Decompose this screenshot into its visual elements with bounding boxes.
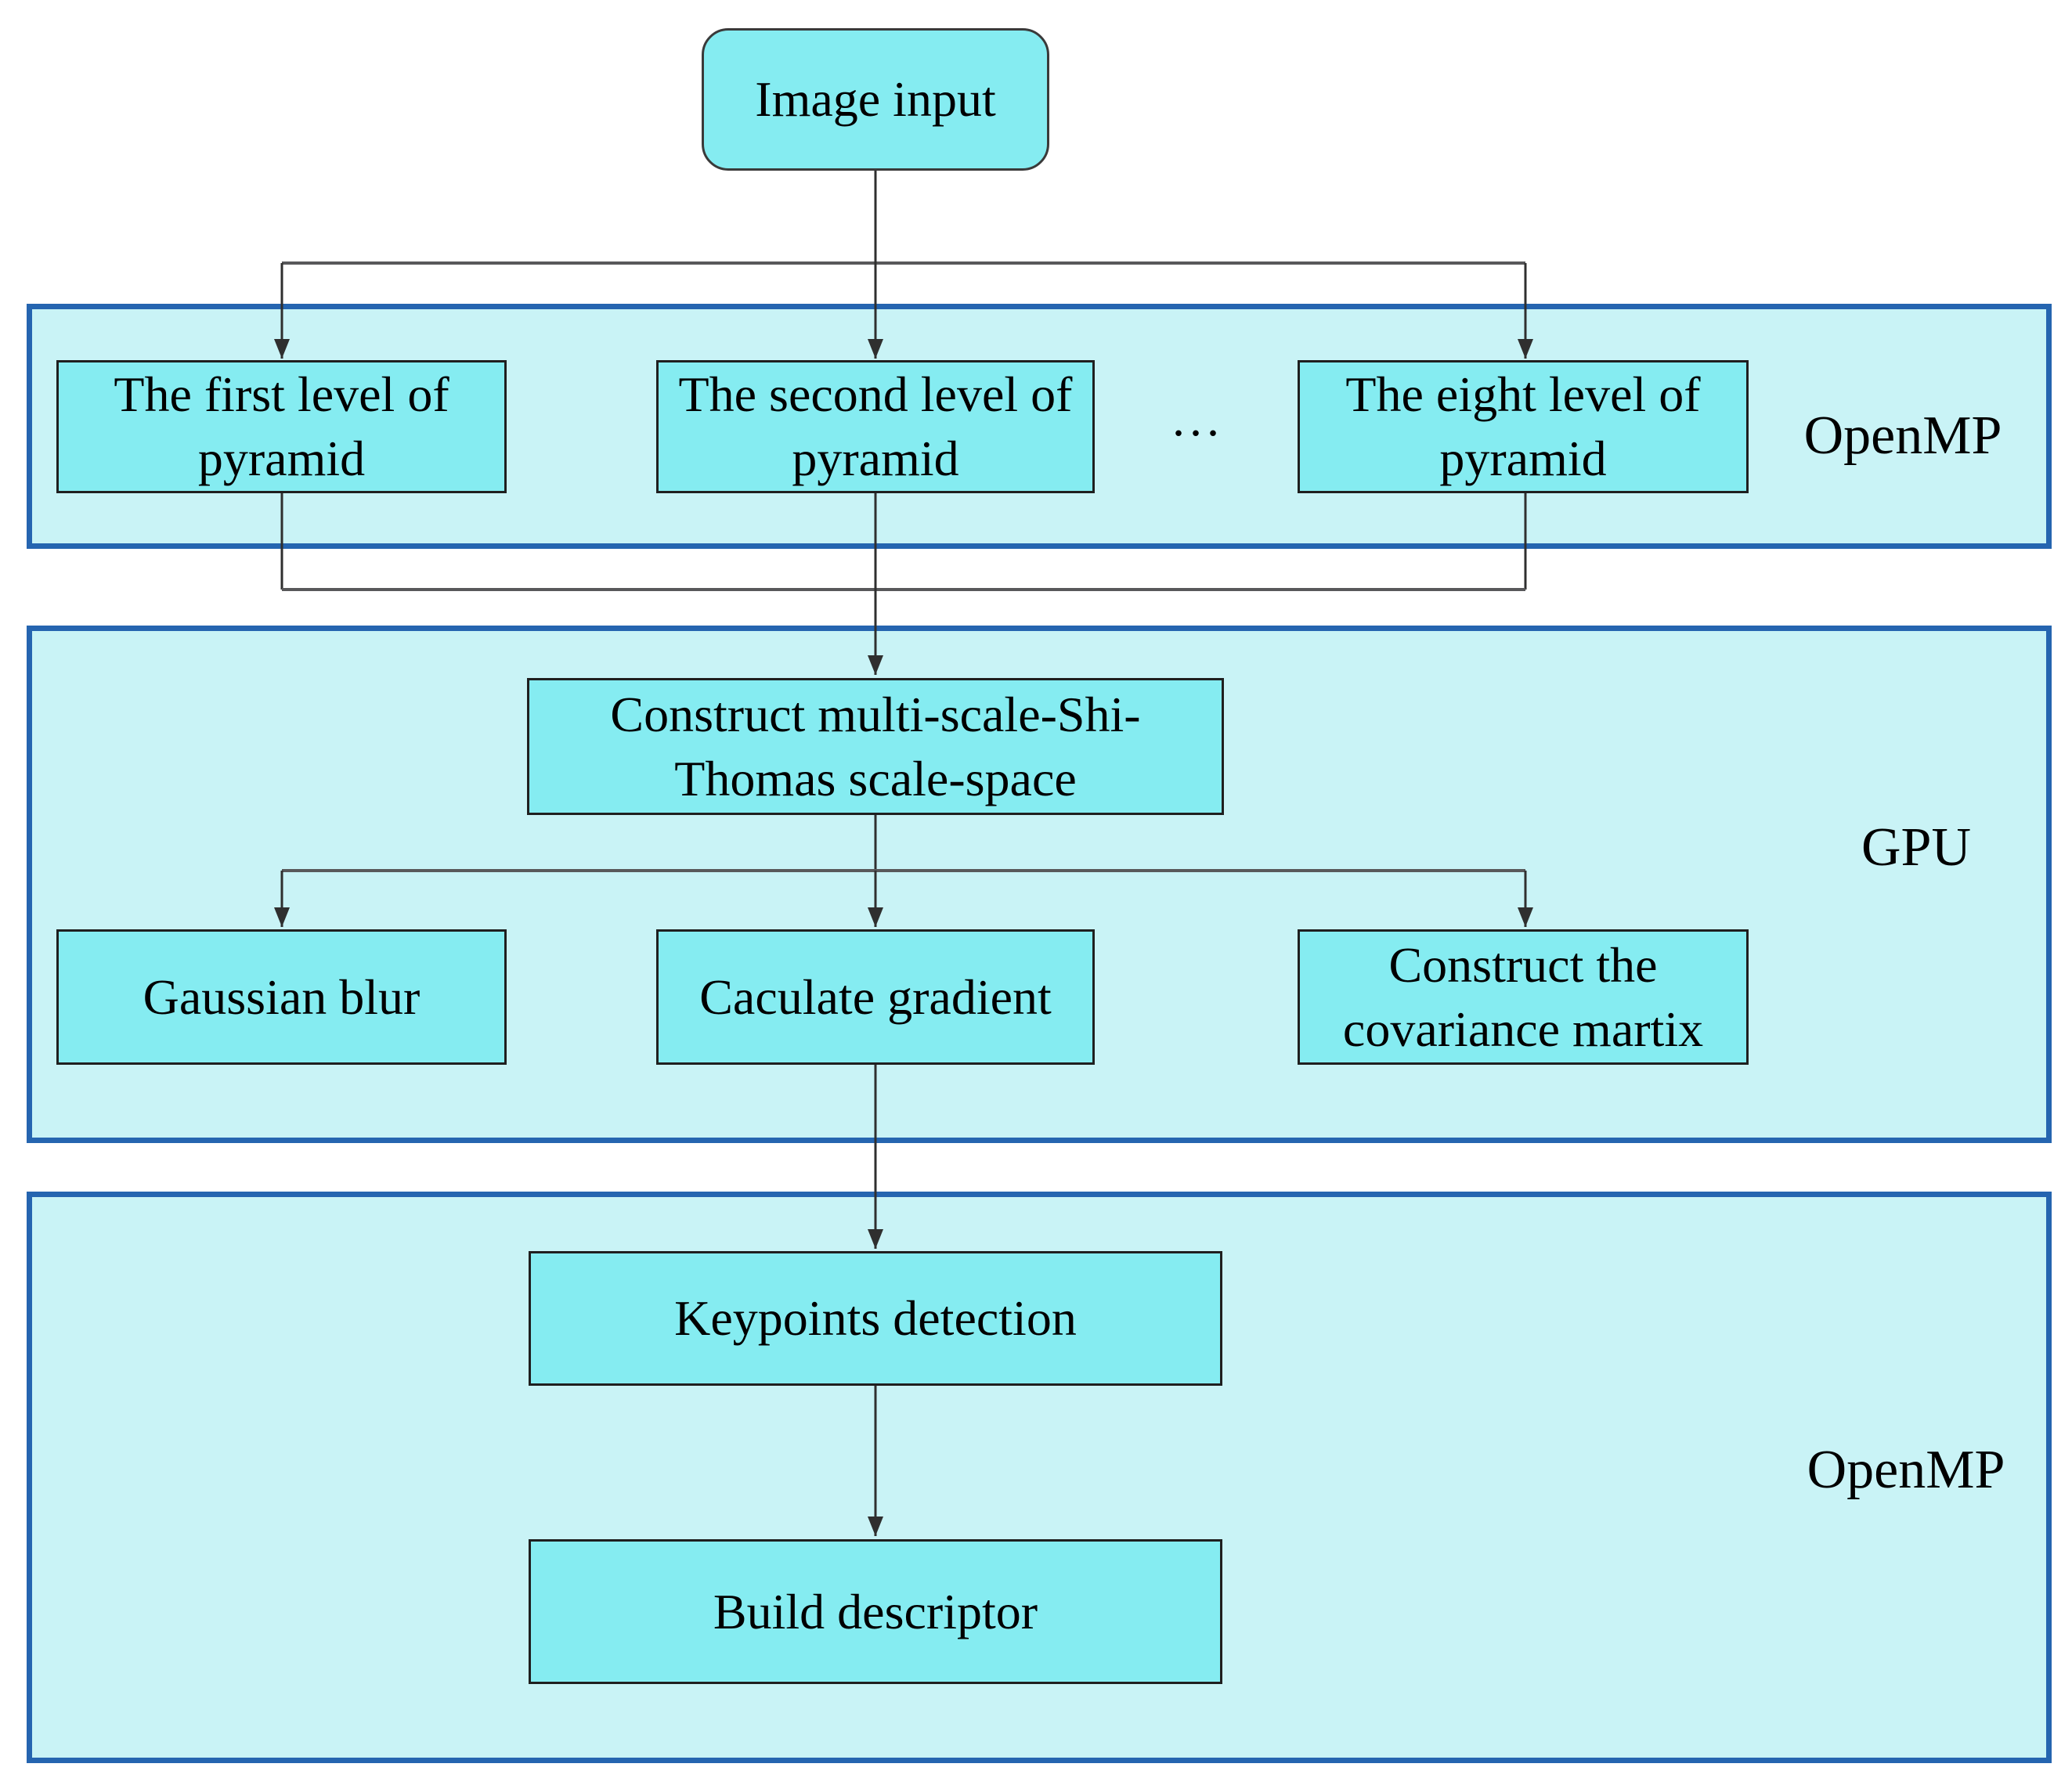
label-gpu: GPU bbox=[1861, 817, 1972, 878]
node-calculate-gradient: Caculate gradient bbox=[656, 929, 1095, 1065]
ellipsis-dots: ... bbox=[1172, 391, 1224, 446]
label-openmp-bottom: OpenMP bbox=[1807, 1440, 2005, 1500]
node-pyramid-eighth-level: The eight level of pyramid bbox=[1298, 360, 1749, 493]
node-construct-scale-space: Construct multi-scale-Shi- Thomas scale-… bbox=[527, 678, 1224, 815]
node-gaussian-blur: Gaussian blur bbox=[56, 929, 507, 1065]
label-openmp-top: OpenMP bbox=[1803, 406, 2002, 466]
node-build-descriptor: Build descriptor bbox=[529, 1539, 1222, 1684]
node-image-input: Image input bbox=[702, 28, 1049, 171]
node-keypoints-detection: Keypoints detection bbox=[529, 1251, 1222, 1386]
node-pyramid-first-level: The first level of pyramid bbox=[56, 360, 507, 493]
node-covariance-matrix: Construct the covariance martix bbox=[1298, 929, 1749, 1065]
node-pyramid-second-level: The second level of pyramid bbox=[656, 360, 1095, 493]
